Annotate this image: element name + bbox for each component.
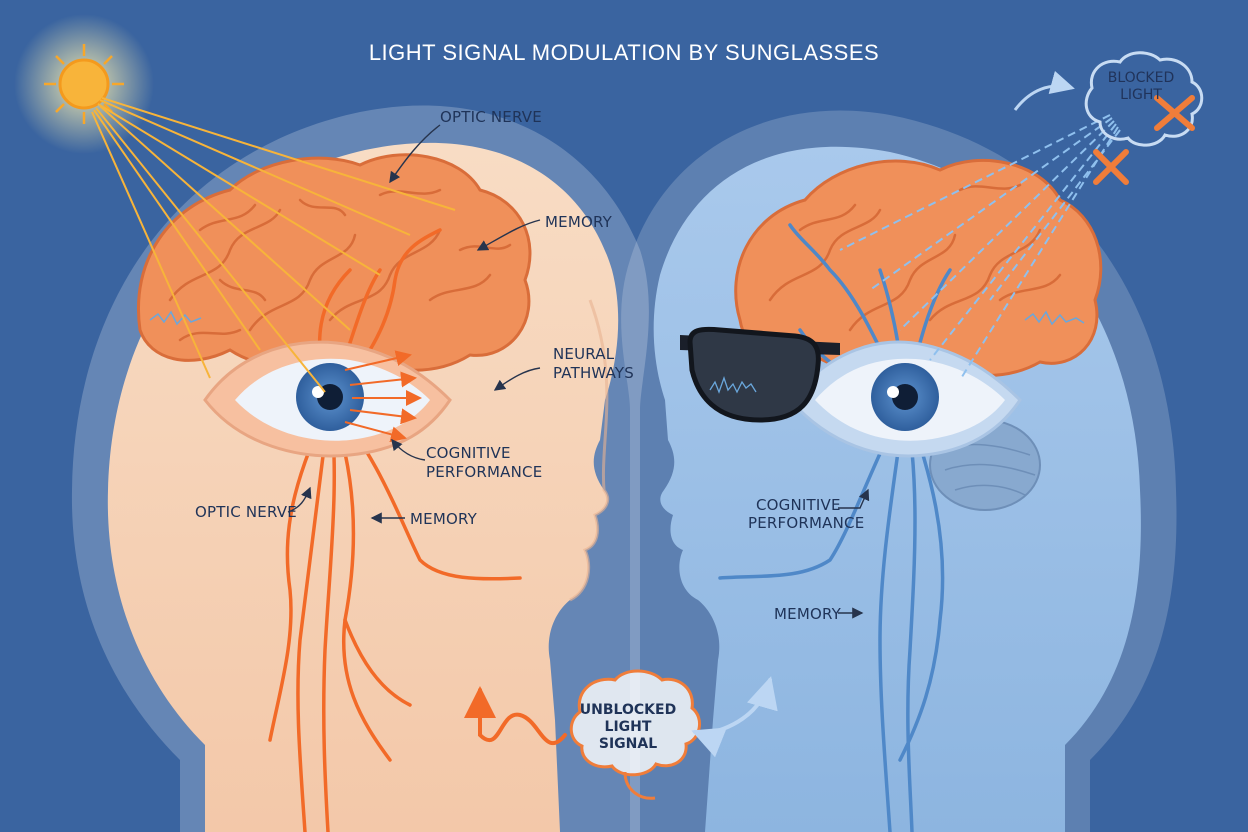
label-optic-nerve-bottom: OPTIC NERVE: [195, 503, 297, 521]
center-brain-outline-icon: [569, 669, 702, 777]
sun-group: [14, 14, 456, 393]
label-neural-pathways-line1: NEURAL: [553, 345, 615, 363]
label-neural-pathways-line2: PATHWAYS: [553, 364, 635, 382]
blocked-light-badge: [1013, 51, 1204, 185]
center-line2: LIGHT: [604, 719, 652, 735]
blocked-line2: LIGHT: [1120, 87, 1162, 103]
blocked-light-text: BLOCKED LIGHT: [1086, 70, 1196, 104]
blocked-beams: [839, 114, 1121, 381]
left-pointers: [287, 124, 541, 524]
label-right-cognitive-line1: COGNITIVE: [756, 496, 841, 514]
label-right-memory: MEMORY: [774, 605, 841, 623]
sun-icon: [58, 58, 110, 110]
blocked-line1: BLOCKED: [1107, 70, 1175, 86]
page-title: LIGHT SIGNAL MODULATION BY SUNGLASSES: [368, 40, 880, 65]
light-beams: [91, 97, 456, 393]
unblocked-signal-text: UNBLOCKED LIGHT SIGNAL: [570, 702, 686, 753]
label-memory-bottom: MEMORY: [410, 510, 477, 528]
left-head-face-profile: [569, 299, 610, 602]
right-pointers: [838, 488, 870, 619]
blocked-x-small-icon: [1093, 149, 1129, 185]
left-eye: [203, 340, 452, 458]
blocked-arrow-icon: [1013, 70, 1075, 111]
left-brain-signal: [149, 310, 202, 326]
left-brain-shape: [137, 153, 532, 372]
left-eye-rays: [344, 350, 422, 443]
label-cognitive-line2: PERFORMANCE: [426, 463, 543, 481]
left-brain-folds: [168, 188, 512, 342]
blocked-x-icon: [1154, 95, 1195, 131]
center-badge-graphic: [464, 669, 778, 800]
right-brain-signal: [1024, 310, 1085, 326]
center-line1: UNBLOCKED: [579, 702, 677, 718]
left-brain: [137, 153, 532, 372]
blocked-brain-outline-icon: [1084, 51, 1204, 147]
center-line3: SIGNAL: [598, 736, 658, 752]
sunglasses: [680, 326, 840, 423]
label-optic-nerve-top: OPTIC NERVE: [440, 108, 542, 126]
right-eye: [788, 340, 1022, 458]
label-memory-top: MEMORY: [545, 213, 612, 231]
unblocked-arrow-left-icon: [464, 686, 567, 745]
label-right-cognitive-line2: PERFORMANCE: [748, 514, 865, 532]
sun-rays-short: [44, 44, 124, 124]
label-cognitive-line1: COGNITIVE: [426, 444, 511, 462]
